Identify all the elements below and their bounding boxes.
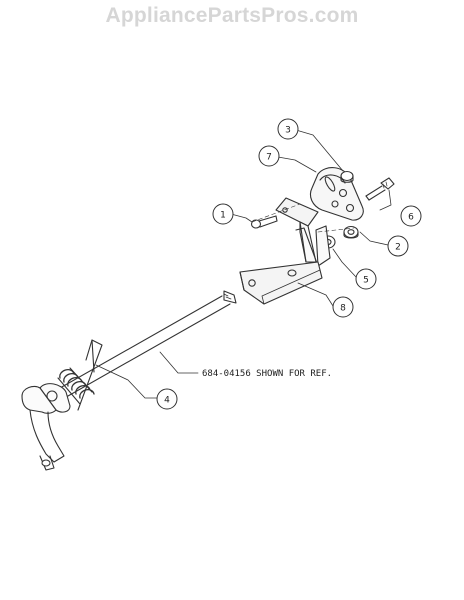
callout-number: 6 [408, 213, 414, 223]
pivot-plate-part-7 [309, 167, 364, 221]
site-watermark: AppliancePartsPros.com [105, 4, 359, 27]
mounting-bracket-part-8 [239, 197, 331, 305]
callout-8: 8 [332, 296, 354, 318]
callout-1: 1 [212, 203, 234, 225]
callout-2: 2 [387, 235, 409, 257]
carriage-bolt-part-1 [250, 215, 278, 229]
callout-number: 7 [266, 153, 272, 163]
leader-lines [95, 129, 392, 399]
callout-number: 8 [340, 304, 346, 314]
shoulder-bolt-part-6 [365, 177, 395, 201]
callout-number: 4 [164, 396, 170, 406]
callout-5: 5 [355, 268, 377, 290]
callout-7: 7 [258, 145, 280, 167]
torsion-spring-part-4 [57, 339, 103, 411]
callout-number: 1 [220, 211, 226, 221]
callout-number: 5 [363, 276, 369, 286]
center-line [251, 203, 355, 233]
reference-note: 684-04156 SHOWN FOR REF. [202, 369, 332, 379]
pedal-arm [21, 383, 71, 471]
callout-4: 4 [156, 388, 178, 410]
callout-number: 2 [395, 243, 401, 253]
callout-3: 3 [277, 118, 299, 140]
nut-part-3 [340, 170, 354, 183]
callout-number: 3 [285, 126, 291, 136]
washer-part-2 [343, 225, 359, 239]
reference-rod [59, 290, 237, 397]
callout-6: 6 [400, 205, 422, 227]
